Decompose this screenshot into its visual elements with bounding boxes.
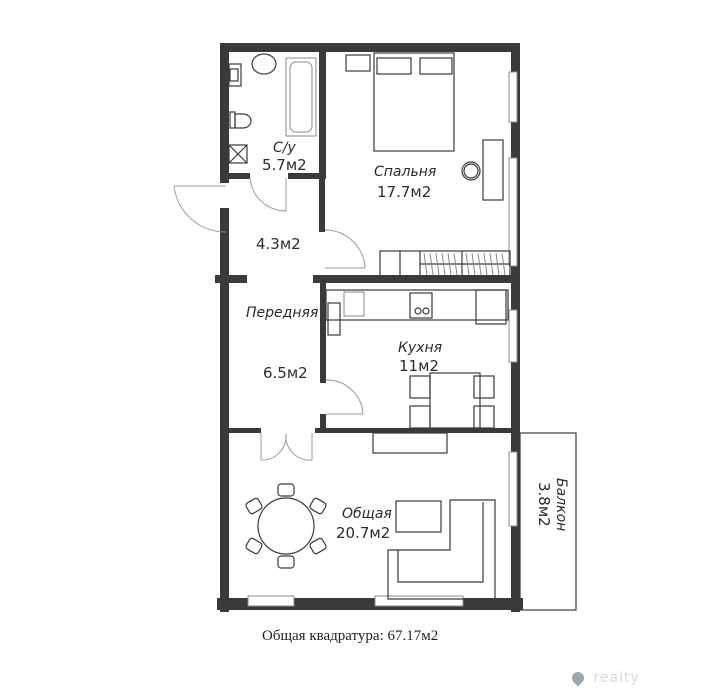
label-hallway: Передняя — [246, 305, 318, 321]
label-balcony: Балкон — [553, 478, 569, 531]
entrance-door — [173, 185, 227, 233]
area-kitchen: 11м2 — [399, 357, 439, 375]
area-hallway: 6.5м2 — [263, 364, 308, 382]
kitchen-door — [325, 379, 364, 415]
location-pin-icon — [569, 669, 587, 687]
bedroom-furniture — [345, 52, 511, 278]
area-bedroom: 17.7м2 — [377, 183, 431, 201]
living-furniture — [245, 483, 496, 600]
watermark: realty — [569, 669, 640, 687]
room-labels: С/у 5.7м2 Спальня 17.7м2 4.3м2 Передняя … — [246, 140, 569, 542]
bathroom-door — [249, 177, 287, 212]
kitchen-furniture — [325, 289, 509, 454]
area-living: 20.7м2 — [336, 524, 390, 542]
label-living: Общая — [342, 506, 392, 522]
label-bathroom: С/у — [273, 140, 296, 156]
area-balcony: 3.8м2 — [535, 482, 553, 527]
label-kitchen: Кухня — [398, 340, 442, 356]
area-bathroom: 5.7м2 — [262, 156, 307, 174]
area-vestibule: 4.3м2 — [256, 235, 301, 253]
interior-walls — [215, 52, 520, 433]
watermark-text: realty — [593, 670, 640, 686]
windows — [247, 71, 518, 607]
bedroom-door — [324, 229, 366, 269]
living-double-door — [260, 433, 313, 461]
balcony — [519, 432, 577, 611]
total-area-caption: Общая квадратура: 67.17м2 — [262, 628, 439, 644]
label-bedroom: Спальня — [374, 164, 436, 180]
bathroom-fixtures — [228, 53, 317, 164]
